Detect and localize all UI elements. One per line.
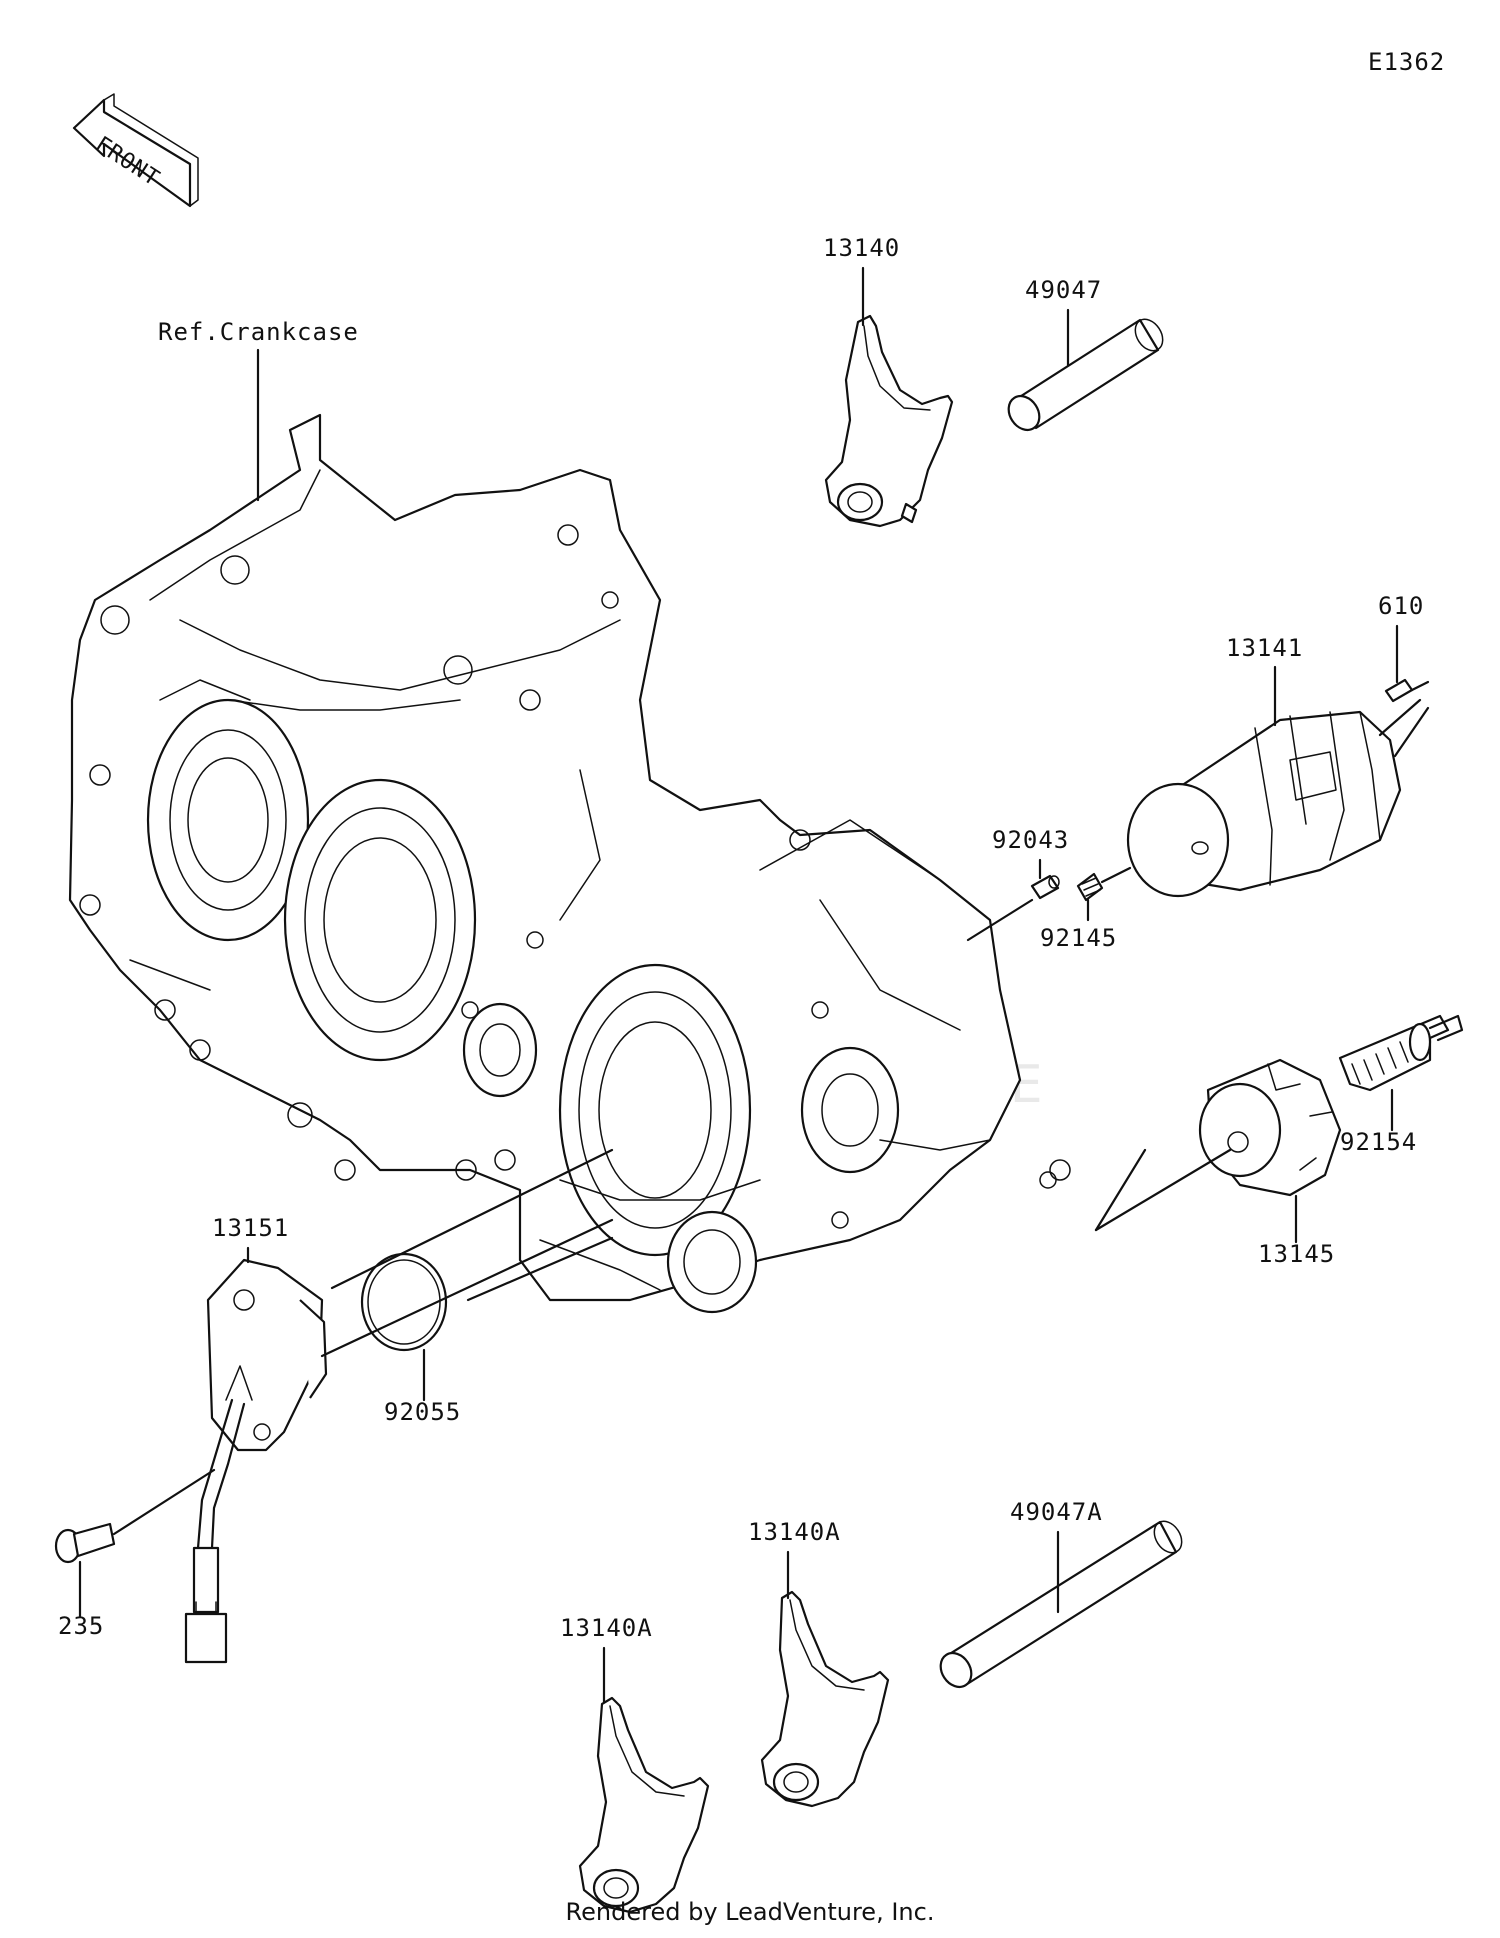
- part-label-92154: 92154: [1340, 1128, 1417, 1156]
- bolt-235: [54, 1468, 216, 1564]
- shift-fork-13140A-upper: [760, 1590, 890, 1808]
- spring-92145: [1076, 866, 1132, 902]
- part-label-235: 235: [58, 1612, 104, 1640]
- part-label-13140A-upper: 13140A: [748, 1518, 841, 1546]
- part-label-49047A: 49047A: [1010, 1498, 1103, 1526]
- shift-drum-13141: [1126, 710, 1402, 898]
- diagram-code: E1362: [1368, 48, 1445, 76]
- part-label-13140A-lower: 13140A: [560, 1614, 653, 1642]
- reference-label: Ref.Crankcase: [158, 318, 359, 346]
- part-label-13140-top: 13140: [823, 234, 900, 262]
- crankcase: [68, 413, 1071, 1314]
- bolt-92154: [1338, 1014, 1464, 1092]
- shift-fork-13140A-lower: [578, 1696, 710, 1914]
- part-label-13141: 13141: [1226, 634, 1303, 662]
- sensor-13151: [184, 1258, 328, 1664]
- pin-610: [1378, 678, 1430, 758]
- pin-92043: [966, 874, 1060, 942]
- shift-fork-13140: [824, 314, 954, 528]
- part-label-92043: 92043: [992, 826, 1069, 854]
- shift-cam-13145: [1198, 1058, 1342, 1197]
- footer-credit: Rendered by LeadVenture, Inc.: [565, 1898, 935, 1926]
- shift-rod-49047: [1007, 318, 1164, 432]
- part-label-13145: 13145: [1258, 1240, 1335, 1268]
- front-arrow: FRONT: [72, 93, 199, 208]
- part-label-13151: 13151: [212, 1214, 289, 1242]
- part-label-92055: 92055: [384, 1398, 461, 1426]
- part-label-49047-top: 49047: [1025, 276, 1102, 304]
- part-label-92145: 92145: [1040, 924, 1117, 952]
- o-ring-92055: [360, 1252, 448, 1352]
- shift-rod-49047A: [939, 1520, 1183, 1689]
- part-label-610: 610: [1378, 592, 1424, 620]
